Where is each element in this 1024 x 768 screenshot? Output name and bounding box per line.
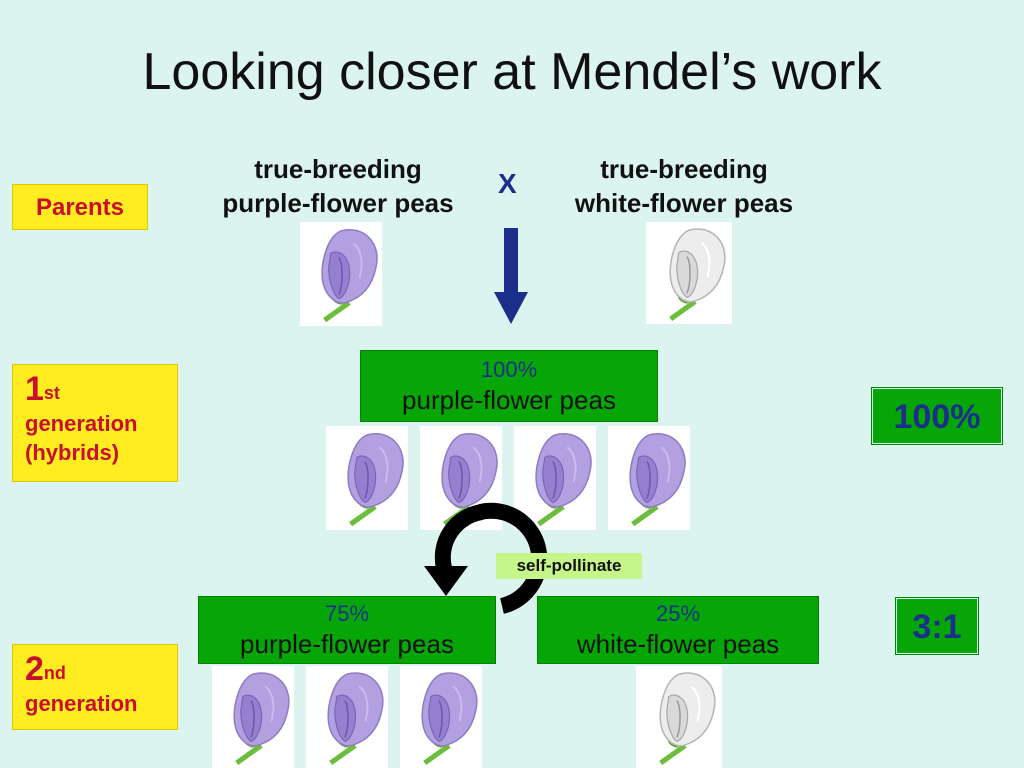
parent-white-label: true-breeding white-flower peas [534, 152, 834, 220]
gen1-label-line2: generation [25, 411, 138, 436]
purple-flower-icon [212, 666, 294, 768]
down-arrow-icon [494, 228, 528, 324]
gen2-white-label: white-flower peas [576, 629, 780, 659]
parent-white-line1: true-breeding [600, 154, 768, 184]
gen2-purple-flower-2 [306, 666, 388, 768]
gen2-white-flower-1 [636, 666, 722, 768]
gen2-purple-box: 75% purple-flower peas [198, 596, 496, 664]
gen2-white-box: 25% white-flower peas [537, 596, 819, 664]
gen2-ratio-badge: 3:1 [895, 597, 979, 655]
cycle-arrow-icon [424, 502, 548, 614]
gen2-purple-flower-1 [212, 666, 294, 768]
parent-white-flower-image [646, 222, 732, 324]
gen2-label-line2: generation [25, 691, 138, 716]
white-flower-icon [646, 222, 732, 324]
gen1-flower-4 [608, 426, 690, 530]
gen2-purple-flower-3 [400, 666, 482, 768]
gen2-purple-label: purple-flower peas [240, 629, 454, 659]
gen1-label-number: 1 [25, 370, 44, 408]
parent-purple-line2: purple-flower peas [222, 188, 454, 218]
gen1-label-sup: st [43, 383, 60, 403]
self-pollinate-label: self-pollinate [496, 553, 642, 579]
parent-purple-line1: true-breeding [254, 154, 422, 184]
gen1-ratio-badge: 100% [871, 387, 1003, 445]
purple-flower-icon [326, 426, 408, 530]
gen1-label: 1st generation (hybrids) [12, 364, 178, 482]
gen1-label-line3: (hybrids) [25, 440, 120, 465]
purple-flower-icon [300, 222, 382, 326]
parent-purple-label: true-breeding purple-flower peas [188, 152, 488, 220]
white-flower-icon [636, 666, 722, 768]
parent-purple-flower-image [300, 222, 382, 326]
gen2-label: 2nd generation [12, 644, 178, 730]
gen1-flower-3 [514, 426, 596, 530]
gen1-flower-label: purple-flower peas [402, 385, 616, 415]
parents-label: Parents [12, 184, 148, 230]
gen1-result-box: 100% purple-flower peas [360, 350, 658, 422]
purple-flower-icon [400, 666, 482, 768]
gen2-label-number: 2 [25, 650, 44, 688]
gen2-white-percent: 25% [655, 601, 701, 626]
purple-flower-icon [608, 426, 690, 530]
gen1-percent: 100% [480, 357, 538, 382]
page-title: Looking closer at Mendel’s work [142, 43, 882, 101]
cross-symbol: X [498, 168, 517, 199]
purple-flower-icon [306, 666, 388, 768]
parents-label-text: Parents [35, 194, 125, 221]
gen2-label-sup: nd [43, 663, 66, 683]
parent-white-line2: white-flower peas [574, 188, 794, 218]
gen1-flower-1 [326, 426, 408, 530]
gen2-purple-percent: 75% [324, 601, 370, 626]
